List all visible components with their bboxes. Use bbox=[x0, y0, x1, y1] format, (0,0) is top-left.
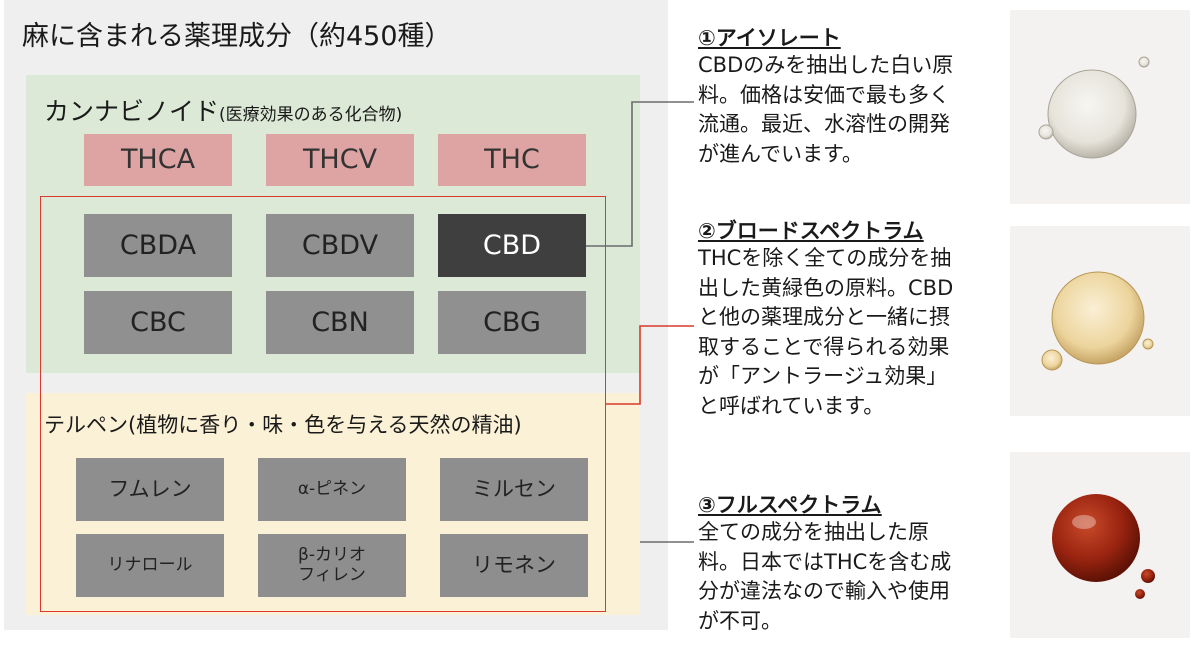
cannabinoid-box-cbg: CBG bbox=[438, 291, 586, 354]
broad-spectrum-oil-drop bbox=[1051, 271, 1145, 365]
full-spectrum-line: 分が違法なので輸入や使用 bbox=[698, 579, 950, 603]
full-spectrum-line: 全ての成分を抽出した原 bbox=[698, 520, 929, 544]
cannabinoid-box-cbda: CBDA bbox=[84, 214, 232, 277]
isolate-oil-droplet bbox=[1038, 124, 1054, 140]
full-spectrum-oil-droplet bbox=[1141, 569, 1155, 583]
page-title: 麻に含まれる薬理成分（約450種） bbox=[22, 21, 452, 52]
cannabinoid-heading-label: カンナビノイド bbox=[44, 97, 220, 126]
broad-spectrum-line: 取することで得られる効果 bbox=[698, 334, 950, 359]
isolate-title: ①アイソレート bbox=[698, 26, 841, 50]
connector-isolate bbox=[586, 101, 694, 247]
full-spectrum-oil-highlight bbox=[1072, 515, 1096, 529]
full-spectrum-oil-photo bbox=[1010, 452, 1190, 638]
broad-spectrum-title: ②ブロードスペクトラム bbox=[698, 219, 924, 243]
isolate-line: 料。価格は安価で最も多く bbox=[698, 82, 950, 107]
terpene-box-beta-caryophyllene: β-カリオ フィレン bbox=[258, 534, 406, 597]
broad-spectrum-oil-droplet bbox=[1142, 338, 1154, 350]
terpene-box-linalool: リナロール bbox=[76, 534, 224, 597]
full-spectrum-oil-drop-image bbox=[1052, 494, 1155, 599]
full-spectrum-line: が不可。 bbox=[698, 608, 782, 633]
full-spectrum-line: 料。日本ではTHCを含む成 bbox=[698, 549, 952, 574]
isolate-line: 流通。最近、水溶性の開発 bbox=[698, 112, 950, 136]
isolate-oil-drop bbox=[1047, 69, 1137, 159]
full-spectrum-oil-drop bbox=[1052, 494, 1140, 582]
isolate-description: CBDのみを抽出した白い原 料。価格は安価で最も多く 流通。最近、水溶性の開発 … bbox=[698, 51, 1008, 169]
broad-spectrum-line: THCを除く全ての成分を抽 bbox=[698, 246, 952, 270]
broad-spectrum-line: と呼ばれています。 bbox=[698, 393, 885, 418]
isolate-line: CBDのみを抽出した白い原 bbox=[698, 53, 954, 77]
cannabinoid-box-cbc: CBC bbox=[84, 291, 232, 354]
cannabinoid-heading: カンナビノイド(医療効果のある化合物) bbox=[44, 92, 402, 128]
cannabinoid-box-cbdv: CBDV bbox=[266, 214, 414, 277]
terpene-heading: テルペン(植物に香り・味・色を与える天然の精油) bbox=[44, 413, 522, 437]
broad-spectrum-line: 出した黄緑色の原料。CBD bbox=[698, 275, 954, 300]
full-spectrum-oil-droplet bbox=[1135, 589, 1145, 599]
broad-spectrum-description: THCを除く全ての成分を抽 出した黄緑色の原料。CBD と他の薬理成分と一緒に摂… bbox=[698, 244, 1008, 421]
terpene-box-limonene: リモネン bbox=[440, 534, 588, 597]
broad-spectrum-oil-drop-image bbox=[1041, 271, 1154, 371]
isolate-oil-drop-image bbox=[1038, 56, 1150, 159]
full-spectrum-description: 全ての成分を抽出した原 料。日本ではTHCを含む成 分が違法なので輸入や使用 が… bbox=[698, 518, 1008, 636]
broad-spectrum-oil-droplet bbox=[1041, 349, 1063, 371]
broad-spectrum-line: が「アントラージュ効果」 bbox=[698, 364, 948, 388]
broad-spectrum-line: と他の薬理成分と一緒に摂 bbox=[698, 305, 950, 329]
cannabinoid-box-thca: THCA bbox=[84, 134, 232, 186]
cannabinoid-subheading: (医療効果のある化合物) bbox=[219, 105, 403, 125]
isolate-oil-photo bbox=[1010, 10, 1190, 204]
broad-spectrum-oil-photo bbox=[1010, 226, 1190, 416]
cannabinoid-box-thc: THC bbox=[438, 134, 586, 186]
terpene-box-alpha-pinene: α-ピネン bbox=[258, 458, 406, 521]
connector-broad-spectrum bbox=[606, 325, 694, 405]
isolate-oil-droplet bbox=[1138, 56, 1150, 68]
cannabinoid-box-cbd: CBD bbox=[438, 214, 586, 277]
full-spectrum-title: ③フルスペクトラム bbox=[698, 493, 882, 517]
terpene-box-humulene: フムレン bbox=[76, 458, 224, 521]
cannabinoid-box-thcv: THCV bbox=[266, 134, 414, 186]
isolate-line: が進んでいます。 bbox=[698, 141, 863, 166]
cannabinoid-box-cbn: CBN bbox=[266, 291, 414, 354]
cbd-group-frame bbox=[40, 196, 606, 612]
terpene-box-myrcene: ミルセン bbox=[440, 458, 588, 521]
